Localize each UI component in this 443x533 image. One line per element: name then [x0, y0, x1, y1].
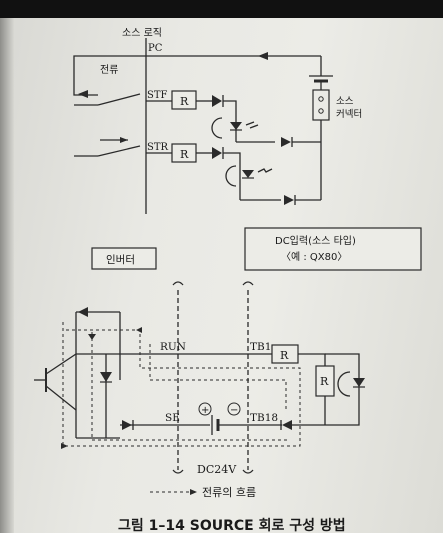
connector-pin — [318, 108, 324, 114]
str-wire — [223, 152, 241, 200]
figure-caption: 그림 1–14 SOURCE 회로 구성 방법 — [118, 517, 346, 533]
flow-arrow-icon — [136, 327, 142, 333]
source-connector-label-2: 커넥터 — [336, 109, 362, 120]
plus-label: + — [201, 405, 209, 416]
direction-arrow-icon — [258, 52, 268, 60]
connector-pin — [318, 96, 324, 102]
current-label: 전류 — [100, 64, 118, 76]
str-switch — [97, 145, 141, 157]
dc-input-box — [244, 227, 422, 271]
diode-icon — [284, 195, 294, 205]
led-icon — [242, 170, 254, 178]
transistor-collector — [45, 353, 77, 375]
break-mark — [242, 281, 254, 286]
run-terminal-label: RUN — [160, 341, 186, 353]
plus-terminal-icon — [198, 402, 212, 416]
dc-input-example: 〈예 : QX80〉 — [281, 251, 347, 263]
current-flow-path — [149, 344, 287, 412]
diode-icon — [78, 307, 88, 317]
current-flow-path — [91, 332, 290, 441]
inverter-label: 인버터 — [106, 254, 135, 266]
se-terminal-label: SE — [165, 412, 180, 424]
stf-resistor — [171, 90, 197, 110]
diode-icon — [282, 420, 292, 430]
light-rays-icon — [245, 121, 259, 129]
source-connector-box — [312, 89, 330, 121]
page-shadow — [0, 18, 14, 533]
diode-icon — [212, 95, 222, 107]
minus-label: − — [230, 405, 238, 416]
stf-wire — [223, 100, 237, 142]
flow-arrow-icon — [61, 443, 68, 449]
minus-terminal-icon — [227, 402, 241, 416]
dc24v-label: DC24V — [197, 463, 237, 476]
diode-icon — [281, 137, 291, 147]
resistor-label: R — [180, 95, 189, 108]
photocoupler-body — [225, 165, 237, 187]
legend-arrow-icon — [190, 489, 197, 495]
resistor-label: R — [320, 375, 329, 388]
source-logic-circuit: 소스 로직 PC 전류 STF STR 소스 커넥터 — [73, 27, 362, 214]
led-icon — [353, 378, 365, 387]
break-mark — [242, 469, 254, 474]
tb1-terminal-label: TB1 — [250, 341, 271, 353]
led-icon — [230, 122, 242, 130]
inverter-box — [91, 247, 157, 270]
photocoupler-body — [337, 371, 351, 397]
stf-switch — [97, 93, 141, 106]
source-connector-label-1: 소스 — [336, 96, 354, 107]
break-mark — [172, 469, 184, 474]
break-mark — [172, 281, 184, 286]
current-arrow-icon — [78, 90, 88, 98]
inverter-connection-circuit: DC입력(소스 타입) 〈예 : QX80〉 인버터 RUN TB1 R R — [34, 227, 422, 499]
light-rays-icon — [257, 168, 273, 173]
source-logic-label: 소스 로직 — [122, 27, 162, 39]
flow-arrow-icon — [88, 334, 96, 340]
photo-dark-edge — [0, 0, 443, 18]
arrow-icon — [120, 137, 128, 143]
legend-label: 전류의 흐름 — [202, 486, 256, 499]
resistor-label: R — [180, 148, 189, 161]
diode-icon — [122, 420, 132, 430]
pc-terminal-label: PC — [148, 43, 163, 54]
tb1-wire — [298, 353, 326, 366]
photocoupler-body — [211, 117, 223, 139]
resistor-label: R — [280, 349, 289, 362]
stf-terminal-label: STF — [147, 90, 168, 101]
dc-input-title: DC입력(소스 타입) — [275, 234, 356, 247]
tb18-terminal-label: TB18 — [250, 412, 278, 424]
photocoupler-wire — [325, 353, 360, 426]
transistor-emitter — [45, 385, 77, 411]
diode-icon — [212, 147, 222, 159]
str-terminal-label: STR — [147, 142, 169, 153]
